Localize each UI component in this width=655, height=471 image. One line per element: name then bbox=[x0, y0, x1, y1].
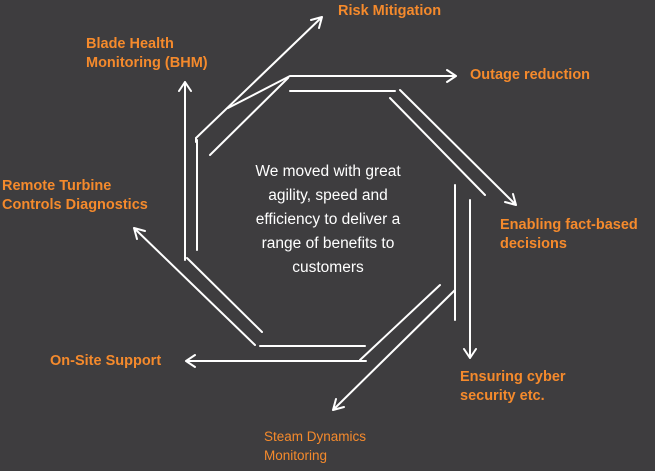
center-line: agility, speed and bbox=[268, 187, 388, 204]
label-line: security etc. bbox=[460, 388, 545, 404]
arrow-onsite-support bbox=[185, 354, 367, 368]
label-outage-reduction: Outage reduction bbox=[470, 66, 590, 85]
label-line: decisions bbox=[500, 236, 567, 252]
inner-line-bottom-left bbox=[186, 257, 263, 333]
arrow-steam-dynamics bbox=[332, 289, 456, 411]
inner-line-bottom-right bbox=[359, 284, 441, 361]
arrow-remote-turbine bbox=[133, 227, 256, 346]
label-line: Steam Dynamics bbox=[264, 429, 367, 444]
label-fact-based-decisions: Enabling fact-based decisions bbox=[500, 216, 638, 254]
label-steam-dynamics: Steam Dynamics Monitoring bbox=[264, 427, 366, 465]
center-line: efficiency to deliver a bbox=[255, 211, 401, 228]
inner-line-top-right bbox=[389, 97, 486, 196]
label-blade-health: Blade Health Monitoring (BHM) bbox=[86, 35, 208, 73]
label-cyber-security: Ensuring cyber security etc. bbox=[460, 368, 566, 406]
arrow-fact-based bbox=[399, 89, 517, 206]
label-line: Remote Turbine bbox=[2, 178, 112, 194]
label-line: Monitoring (BHM) bbox=[86, 55, 208, 71]
label-line: Outage reduction bbox=[470, 67, 591, 83]
label-line: Risk Mitigation bbox=[338, 3, 442, 19]
arrow-cyber-security bbox=[463, 199, 477, 359]
label-line: Enabling fact-based bbox=[500, 217, 638, 233]
center-line: customers bbox=[292, 259, 364, 276]
label-line: Ensuring cyber bbox=[460, 369, 566, 385]
inner-line-top-left bbox=[209, 77, 289, 156]
label-remote-turbine: Remote Turbine Controls Diagnostics bbox=[2, 177, 148, 215]
center-line: range of benefits to bbox=[261, 235, 395, 252]
label-onsite-support: On-Site Support bbox=[50, 352, 161, 371]
arrow-risk-mitigation bbox=[195, 16, 323, 139]
label-line: Monitoring bbox=[264, 448, 328, 463]
center-statement: We moved with great agility, speed and e… bbox=[228, 160, 428, 280]
arrow-blade-health bbox=[178, 81, 192, 261]
label-line: On-Site Support bbox=[50, 353, 162, 369]
label-risk-mitigation: Risk Mitigation bbox=[338, 2, 441, 21]
label-line: Blade Health bbox=[86, 36, 174, 52]
label-line: Controls Diagnostics bbox=[2, 197, 148, 213]
center-line: We moved with great bbox=[255, 163, 401, 180]
